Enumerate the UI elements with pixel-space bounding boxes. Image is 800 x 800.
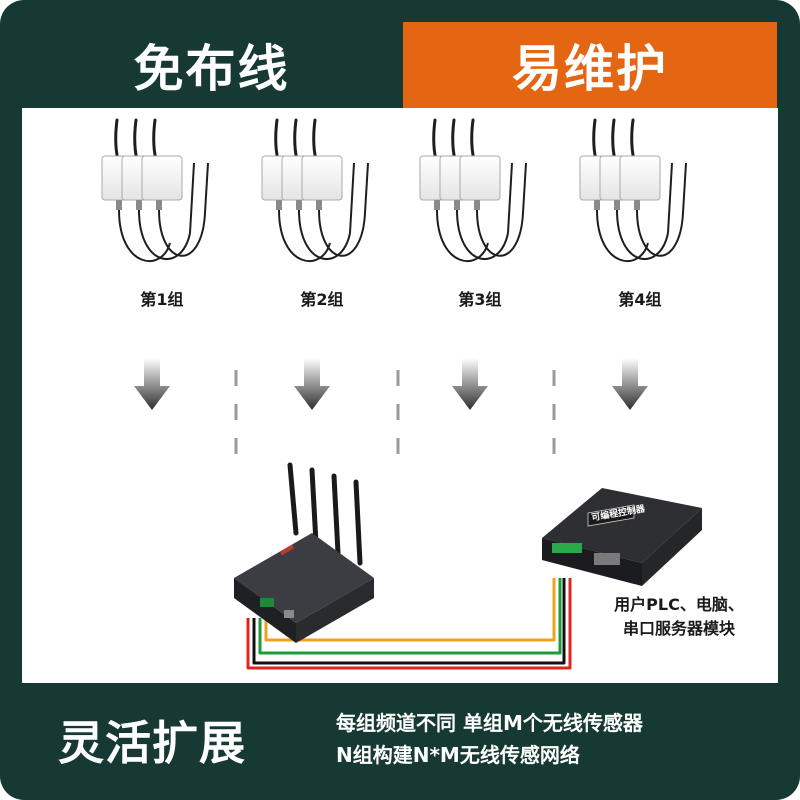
arrow-down-icon bbox=[452, 358, 488, 410]
sensor-group-2 bbox=[261, 118, 369, 262]
arrow-down-icon bbox=[612, 358, 648, 410]
programmable-controller bbox=[542, 488, 702, 586]
header-left-title: 免布线 bbox=[133, 40, 290, 98]
wireless-gateway bbox=[234, 462, 374, 643]
arrow-down-icon bbox=[134, 358, 170, 410]
group-label-4: 第4组 bbox=[618, 290, 662, 309]
footer-title: 灵活扩展 bbox=[58, 716, 246, 770]
connection-label: 用户PLC、电脑、 串口服务器模块 bbox=[584, 593, 774, 641]
footer-description: 每组频道不同 单组M个无线传感器 N组构建N*M无线传感网络 bbox=[336, 707, 776, 771]
arrow-down-icon bbox=[294, 358, 330, 410]
diagram-panel: 第1组 第2组 第3组 第4组 可编程控制器 用户PLC、电脑、 串口服务器模块 bbox=[22, 108, 778, 683]
header-right-title: 易维护 bbox=[403, 22, 777, 108]
connection-cables bbox=[246, 578, 572, 670]
footer-line-1: 每组频道不同 单组M个无线传感器 bbox=[336, 711, 643, 735]
sensor-group-3 bbox=[419, 118, 527, 262]
group-label-3: 第3组 bbox=[458, 290, 502, 309]
sensor-group-1 bbox=[101, 118, 209, 262]
system-diagram bbox=[101, 118, 702, 670]
sensor-group-4 bbox=[579, 118, 687, 262]
group-label-1: 第1组 bbox=[140, 290, 184, 309]
group-label-2: 第2组 bbox=[300, 290, 344, 309]
footer-line-2: N组构建N*M无线传感网络 bbox=[336, 743, 580, 767]
connection-label-line1: 用户PLC、电脑、 bbox=[614, 595, 744, 614]
group-dividers bbox=[234, 370, 556, 458]
connection-label-line2: 串口服务器模块 bbox=[622, 619, 735, 638]
